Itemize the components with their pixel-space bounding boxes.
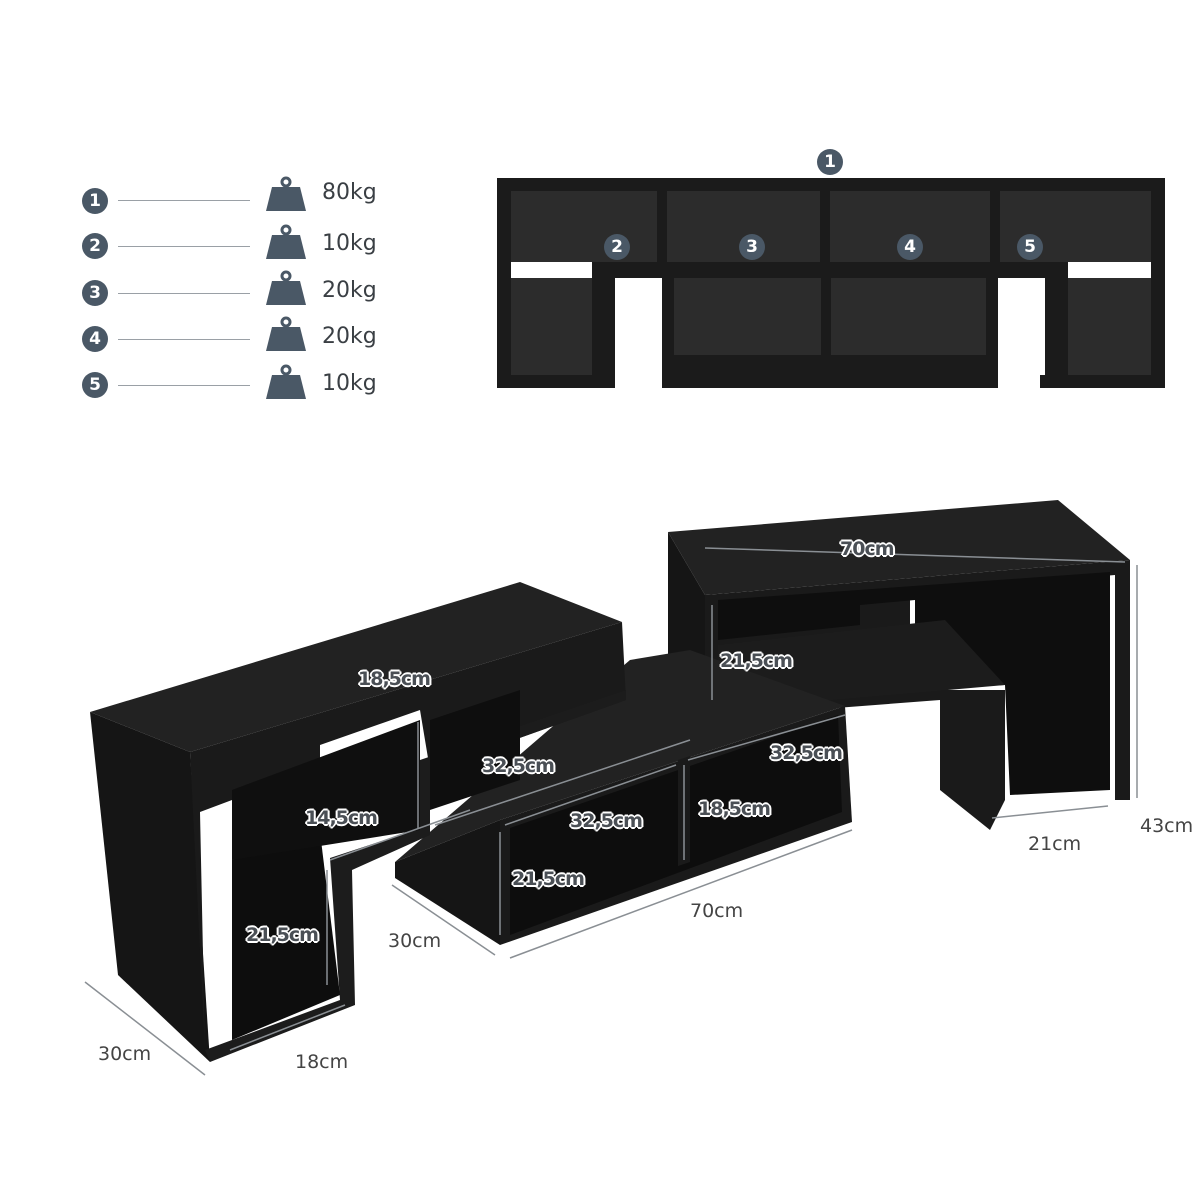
dim-left-lower-height: 21,5cm	[246, 924, 319, 946]
weight-icon	[266, 270, 306, 305]
leader-line	[118, 293, 250, 294]
left-unit	[90, 582, 626, 1062]
dim-left-step-height: 14,5cm	[305, 807, 378, 829]
dim-mid-depth: 30cm	[388, 930, 442, 952]
leader-line	[118, 339, 250, 340]
front-marker-5: 5	[1017, 234, 1043, 260]
leader-line	[118, 200, 250, 201]
dim-left-bottom-width: 18cm	[295, 1051, 349, 1073]
marker-4: 4	[82, 326, 108, 352]
weight-icon	[266, 224, 306, 259]
weight-icon	[266, 316, 306, 351]
front-marker-2: 2	[604, 234, 630, 260]
dim-left-shelf-depth: 32,5cm	[482, 755, 555, 777]
load-label-1: 80kg	[322, 180, 377, 205]
marker-1: 1	[82, 188, 108, 214]
dim-right-depth: 21cm	[1028, 833, 1082, 855]
front-marker-3: 3	[739, 234, 765, 260]
leader-line	[118, 385, 250, 386]
dim-mid-width: 70cm	[690, 900, 744, 922]
dim-left-inner-height-top: 18,5cm	[358, 668, 431, 690]
load-label-4: 20kg	[322, 324, 377, 349]
middle-unit	[395, 650, 852, 945]
marker-5: 5	[82, 372, 108, 398]
weight-icon	[266, 364, 306, 399]
dim-right-inner-height: 21,5cm	[720, 650, 793, 672]
dim-right-top-width: 70cm	[840, 538, 895, 560]
load-label-3: 20kg	[322, 278, 377, 303]
right-unit	[668, 500, 1130, 830]
front-marker-1: 1	[817, 149, 843, 175]
dim-mid-inner-height-right: 18,5cm	[698, 798, 771, 820]
leader-line	[118, 246, 250, 247]
load-label-5: 10kg	[322, 371, 377, 396]
dim-left-depth: 30cm	[98, 1043, 152, 1065]
marker-3: 3	[82, 280, 108, 306]
front-marker-4: 4	[897, 234, 923, 260]
dim-right-height: 43cm	[1140, 815, 1194, 837]
dim-mid-inner-depth: 32,5cm	[570, 810, 643, 832]
dim-mid-right-depth: 32,5cm	[770, 742, 843, 764]
load-label-2: 10kg	[322, 231, 377, 256]
marker-2: 2	[82, 233, 108, 259]
weight-icon	[266, 176, 306, 211]
dim-mid-inner-height-left: 21,5cm	[512, 868, 585, 890]
